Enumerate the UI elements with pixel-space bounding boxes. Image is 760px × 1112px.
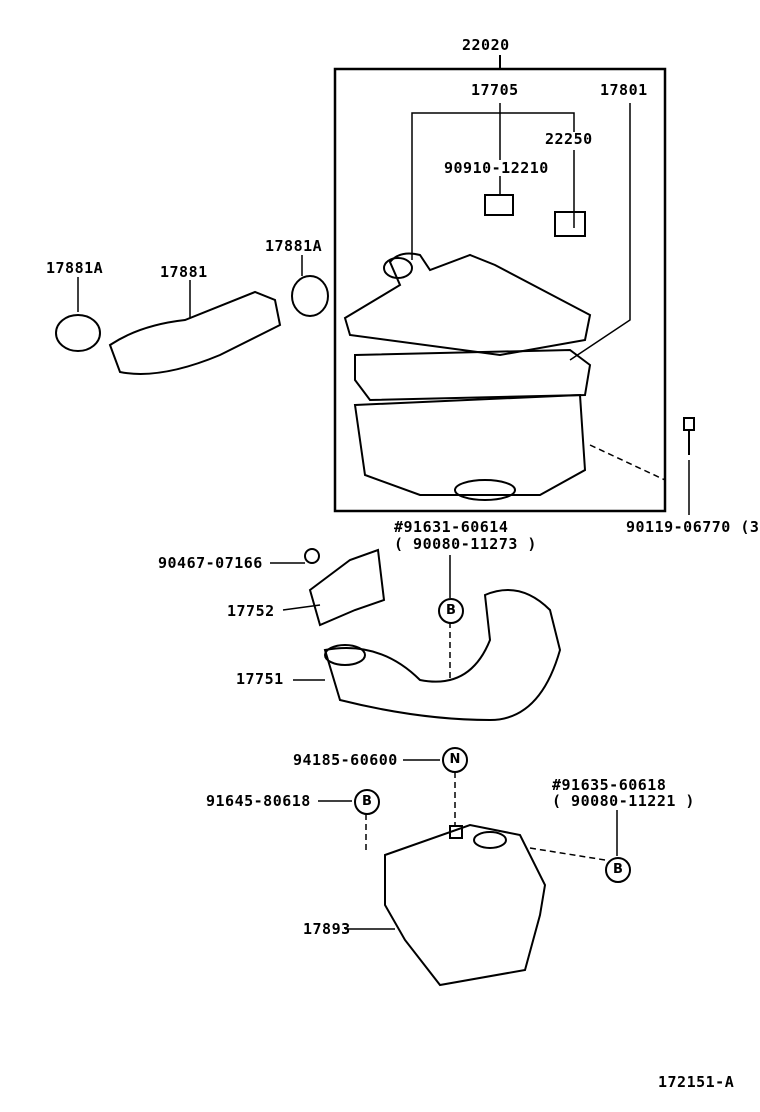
air-cleaner-cap <box>343 252 592 357</box>
marker-b-circle: B <box>438 598 464 624</box>
marker-b-circle: B <box>354 789 380 815</box>
label-90119-06770: 90119-06770 (3) <box>626 518 760 536</box>
label-17751: 17751 <box>236 670 284 688</box>
label-91631-60614: #91631-60614 <box>394 518 509 536</box>
label-17801: 17801 <box>600 81 648 99</box>
bolt-90119 <box>683 417 695 455</box>
label-90467-07166: 90467-07166 <box>158 554 263 572</box>
label-90080-11221: ( 90080-11221 ) <box>552 792 695 810</box>
duct-17751 <box>323 589 562 722</box>
resonator-17893 <box>384 823 547 987</box>
label-17881: 17881 <box>160 263 208 281</box>
label-17881a-right: 17881A <box>265 237 323 255</box>
duct-17752 <box>308 548 386 627</box>
label-17881a-left: 17881A <box>46 259 104 277</box>
marker-b-circle: B <box>605 857 631 883</box>
label-90080-11273: ( 90080-11273 ) <box>394 535 537 553</box>
clamp-17881a-left <box>55 314 101 352</box>
label-91635-60618: #91635-60618 <box>552 776 667 794</box>
label-90910-12210: 90910-12210 <box>444 159 549 177</box>
label-22250: 22250 <box>545 130 593 148</box>
clip-90467 <box>304 548 320 564</box>
label-22020: 22020 <box>462 36 510 54</box>
marker-n-circle: N <box>442 747 468 773</box>
label-17893: 17893 <box>303 920 351 938</box>
sensor-90910 <box>484 194 514 216</box>
clamp-17881a-right <box>291 275 329 317</box>
sensor-22250 <box>554 211 586 237</box>
air-cleaner-case <box>353 393 587 496</box>
label-94185-60600: 94185-60600 <box>293 751 398 769</box>
label-17705: 17705 <box>471 81 519 99</box>
hose-17881 <box>108 290 282 375</box>
label-17752: 17752 <box>227 602 275 620</box>
figure-id: 172151-A <box>658 1073 735 1091</box>
label-91645-80618: 91645-80618 <box>206 792 311 810</box>
air-filter-element <box>354 348 592 402</box>
